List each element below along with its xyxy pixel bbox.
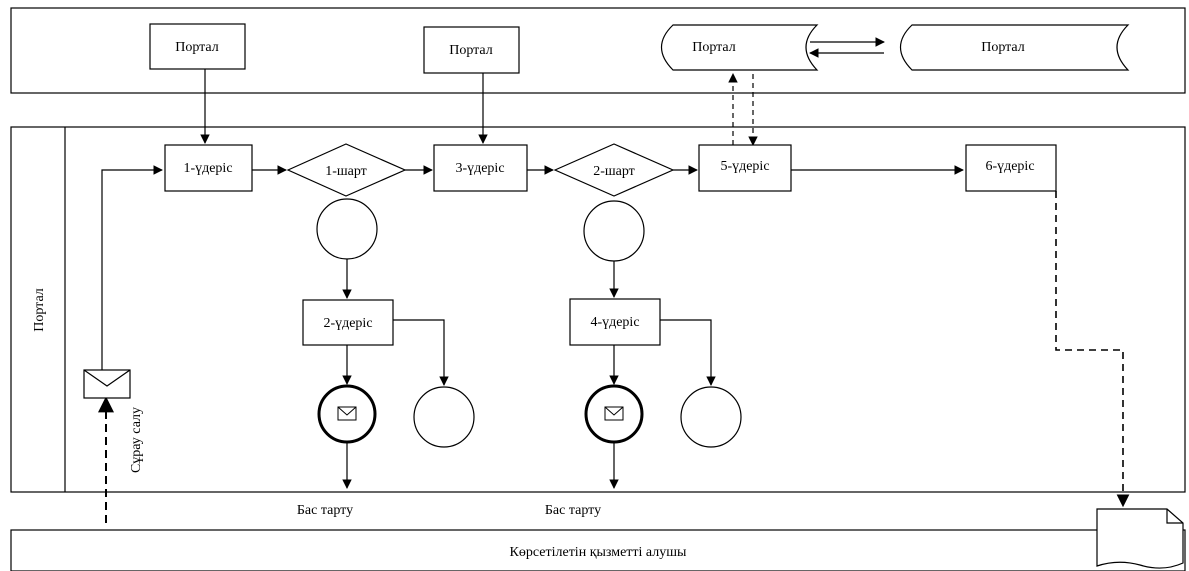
top-portal-3-label: Портал (692, 40, 736, 55)
condition-1-diamond: 1-шарт (286, 143, 407, 197)
top-portal-4-label: Портал (981, 40, 1025, 55)
connector-circle-2 (583, 200, 645, 262)
process-step-6-label: 6-үдеріс (985, 159, 1034, 174)
process-step-5-label: 5-үдеріс (720, 159, 769, 174)
end-circle-1 (413, 386, 475, 448)
condition-1-label: 1-шарт (325, 164, 367, 179)
arrow-step2-to-end-circle (393, 319, 449, 386)
process-step-6: 6-үдеріс (965, 144, 1057, 192)
envelope-icon (604, 406, 624, 421)
process-step-4: 4-үдеріс (569, 298, 661, 346)
middle-lane (10, 126, 1186, 493)
bottom-lane-label: Көрсетілетін қызметті алушы (510, 545, 687, 560)
process-step-2-label: 2-үдеріс (323, 316, 372, 331)
condition-2-label: 2-шарт (593, 164, 635, 179)
top-lane (10, 7, 1186, 94)
message-event-2 (584, 384, 644, 444)
end-circle-2 (680, 386, 742, 448)
bottom-lane (10, 529, 1186, 571)
process-step-5: 5-үдеріс (698, 144, 792, 192)
result-document-icon (1096, 508, 1184, 569)
top-portal-3-storage: Портал (660, 24, 819, 71)
request-envelope-icon (83, 369, 131, 399)
request-to-step1-arrow (101, 165, 163, 370)
connector-circle-1 (316, 198, 378, 260)
process-step-3-label: 3-үдеріс (455, 161, 504, 176)
process-step-2: 2-үдеріс (302, 299, 394, 346)
process-step-1-label: 1-үдеріс (183, 161, 232, 176)
middle-lane-label: Портал (32, 288, 47, 332)
top-portal-4-storage: Портал (899, 24, 1130, 71)
top-portal-2: Портал (423, 26, 520, 74)
arrow-step4-to-end-circle (660, 319, 716, 386)
request-label: Сұрау салу (129, 407, 144, 473)
reject-label-1: Бас тарту (297, 503, 353, 518)
reject-label-2: Бас тарту (545, 503, 601, 518)
top-portal-2-label: Портал (449, 43, 493, 58)
dashed-step6-to-document (1055, 191, 1130, 508)
envelope-icon (337, 406, 357, 421)
top-portal-1-label: Портал (175, 40, 219, 55)
process-step-1: 1-үдеріс (164, 144, 253, 192)
process-step-4-label: 4-үдеріс (590, 315, 639, 330)
top-portal-1: Портал (149, 23, 246, 70)
condition-2-diamond: 2-шарт (553, 143, 675, 197)
process-step-3: 3-үдеріс (433, 144, 528, 192)
message-event-1 (317, 384, 377, 444)
